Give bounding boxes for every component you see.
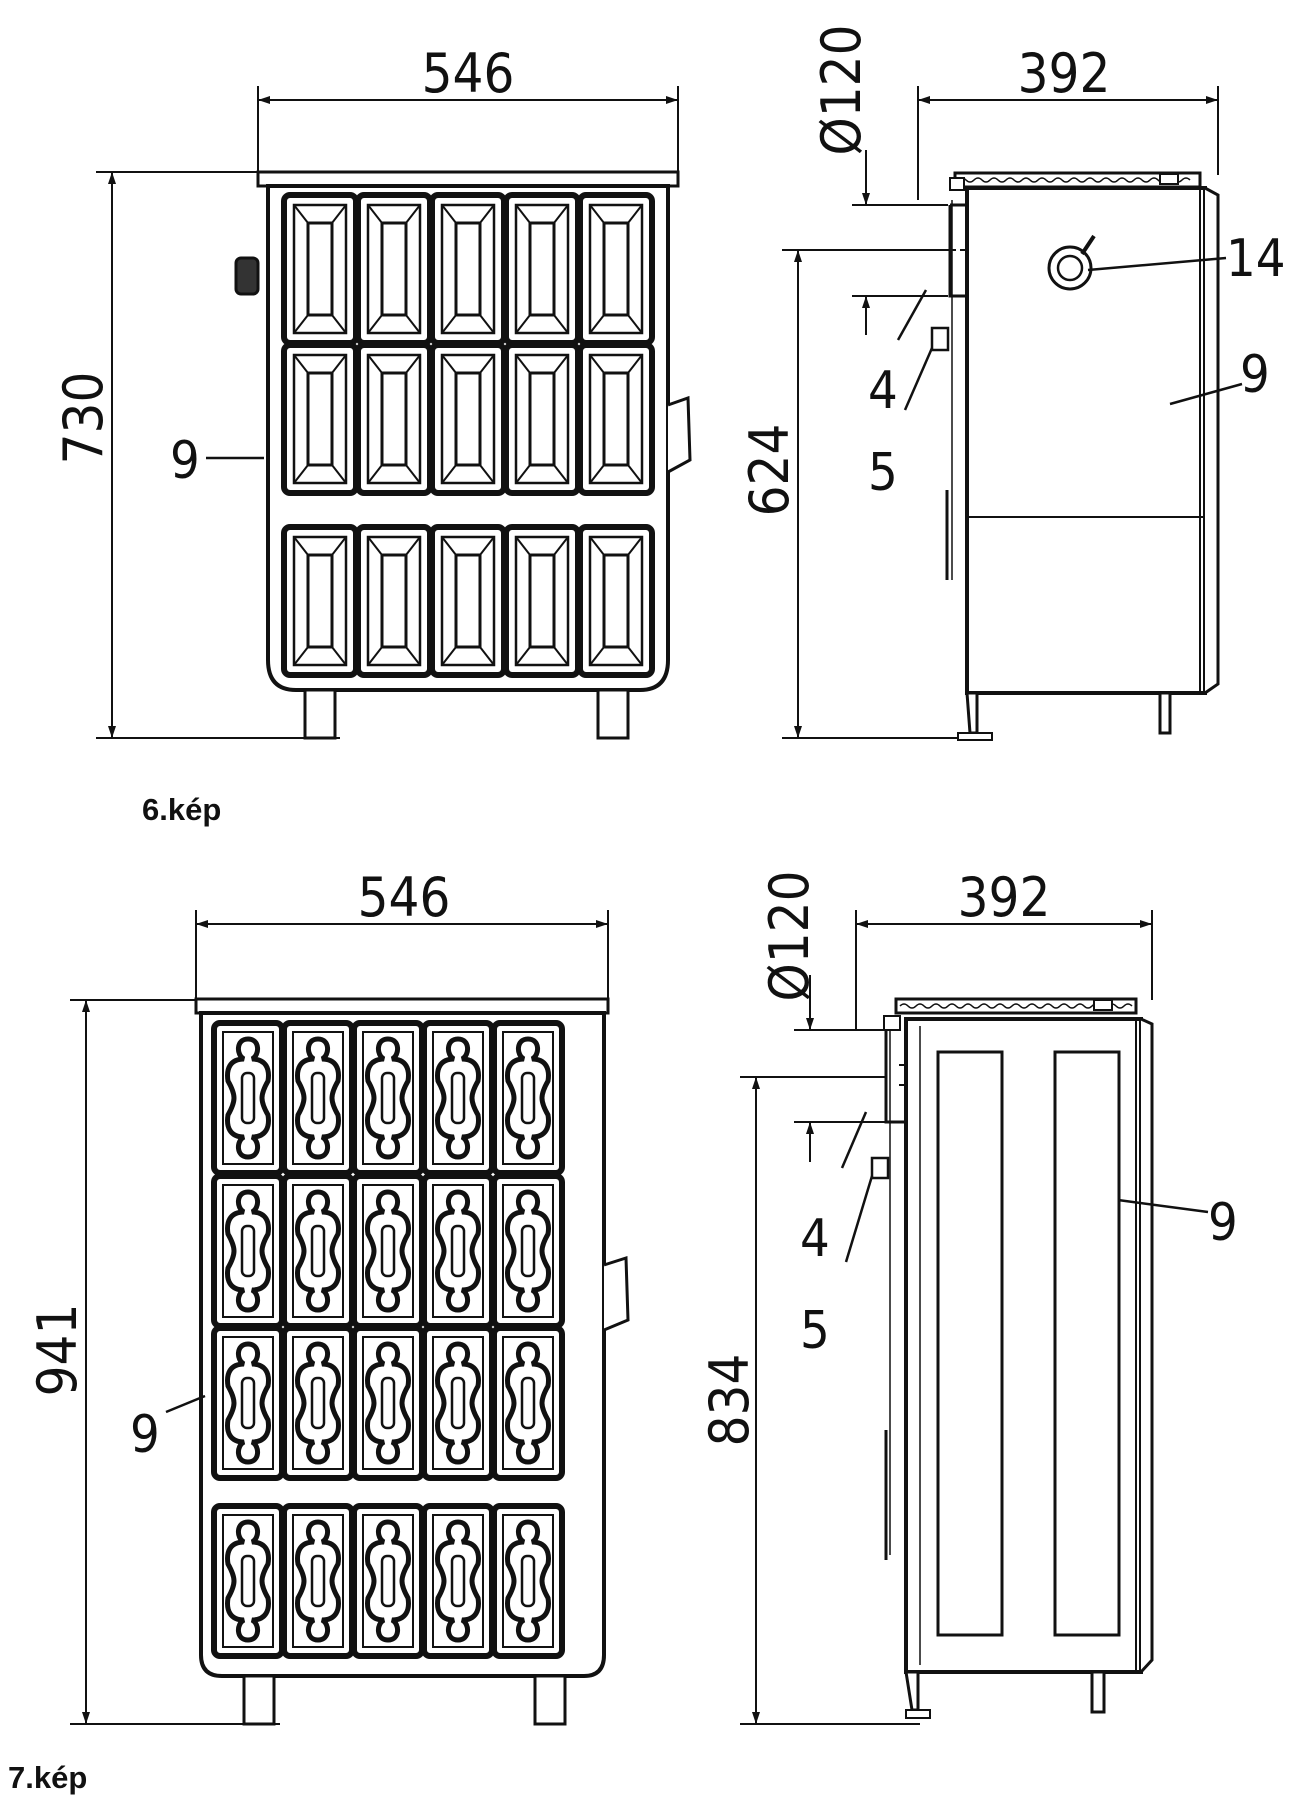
fig6-front-tile <box>281 524 359 678</box>
fig6-side-callout-9: 9 <box>1240 345 1270 405</box>
fig7-front-tile <box>421 1325 495 1481</box>
fig7-front-dimensions <box>70 910 609 1725</box>
fig7-front-height-label: 941 <box>26 1304 89 1397</box>
fig6-flue-height-label: 624 <box>738 424 801 517</box>
fig6-flue-diameter-label: Ø120 <box>810 25 873 156</box>
fig7-side-callout-5: 5 <box>800 1301 830 1361</box>
fig7-front-width-label: 546 <box>358 866 451 929</box>
fig7-front-tile <box>351 1503 425 1659</box>
fig7-front-tile <box>351 1325 425 1481</box>
fig6-front-callout-9: 9 <box>170 431 200 491</box>
fig6-front-dimensions <box>96 86 679 739</box>
fig7-side-dimensions <box>740 910 1209 1725</box>
fig7-front-tile <box>281 1020 355 1176</box>
fig7-front-tile <box>491 1325 565 1481</box>
fig7-side-callout-9: 9 <box>1208 1193 1238 1253</box>
fig6-front-tile <box>577 342 655 496</box>
fig7-front-tile <box>211 1173 285 1329</box>
fig7-front-tile <box>351 1173 425 1329</box>
fig7-front-view <box>194 997 630 1726</box>
fig6-front-tile <box>503 192 581 346</box>
fig7-front-tile <box>281 1173 355 1329</box>
fig7-front-tile <box>211 1020 285 1176</box>
fig7-front-tile <box>491 1173 565 1329</box>
fig7-front-tile <box>421 1020 495 1176</box>
fig7-front-tile <box>281 1325 355 1481</box>
fig6-front-width-label: 546 <box>422 42 515 105</box>
fig7-front-tile <box>421 1503 495 1659</box>
fig6-front-tile <box>281 342 359 496</box>
fig6-side-callout-4: 4 <box>868 361 898 421</box>
fig7-front-tile <box>491 1503 565 1659</box>
fig6-front-tile <box>429 524 507 678</box>
fig7-front-tile <box>211 1503 285 1659</box>
fig6-front-tile <box>577 524 655 678</box>
fig6-front-tile <box>429 342 507 496</box>
fig7-flue-diameter-label: Ø120 <box>758 871 821 1002</box>
fig7-side-view <box>870 997 1154 1719</box>
fig7-front-tile <box>281 1503 355 1659</box>
fig7-front-tile <box>211 1325 285 1481</box>
fig6-front-tile <box>503 524 581 678</box>
fig6-side-dimensions <box>782 86 1243 739</box>
fig6-front-tile <box>577 192 655 346</box>
fig6-front-tile <box>281 192 359 346</box>
fig6-side-callout-14: 14 <box>1226 229 1286 289</box>
fig6-front-height-label: 730 <box>52 372 115 465</box>
fig7-flue-height-label: 834 <box>698 1354 761 1447</box>
fig6-side-callout-5: 5 <box>868 443 898 503</box>
fig6-side-width-label: 392 <box>1018 42 1111 105</box>
fig6-front-tile <box>355 192 433 346</box>
fig7-caption: 7.kép <box>8 1760 88 1795</box>
fig7-front-tile <box>351 1020 425 1176</box>
fig6-front-tile <box>503 342 581 496</box>
fig7-front-tile <box>421 1173 495 1329</box>
fig6-front-tile <box>355 524 433 678</box>
fig6-caption: 6.kép <box>142 792 222 827</box>
fig6-front-view <box>234 170 692 740</box>
fig6-front-tile <box>355 342 433 496</box>
fig7-side-width-label: 392 <box>958 866 1051 929</box>
fig7-front-tile <box>491 1020 565 1176</box>
fig7-front-callout-9: 9 <box>130 1405 160 1465</box>
fig6-front-tile <box>429 192 507 346</box>
fig7-side-callout-4: 4 <box>800 1209 830 1269</box>
fig6-side-view <box>930 171 1220 741</box>
